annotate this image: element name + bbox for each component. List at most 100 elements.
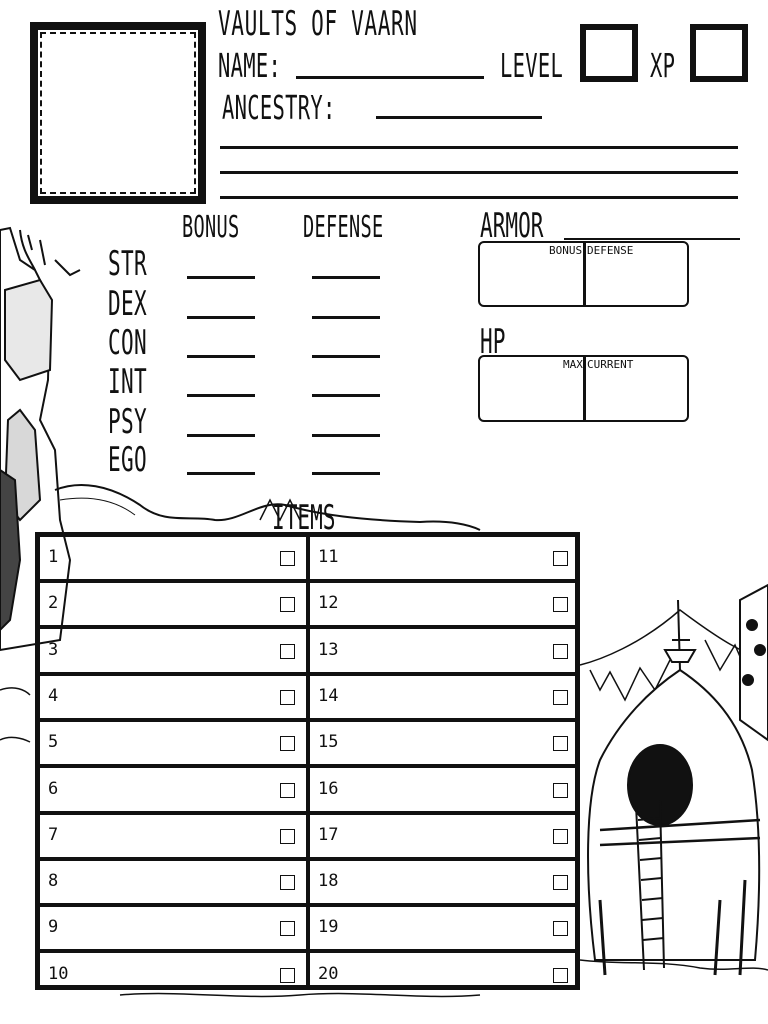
level-label: LEVEL (500, 46, 564, 85)
armor-panel[interactable]: BONUS DEFENSE (478, 241, 689, 307)
item-checkbox-2[interactable] (280, 597, 295, 613)
item-row-7[interactable]: 7 (40, 815, 306, 861)
item-number: 20 (318, 963, 339, 984)
bonus-header: BONUS (182, 210, 240, 245)
hp-max-label: MAX (563, 358, 583, 371)
item-checkbox-7[interactable] (280, 828, 295, 844)
ancestry-field-line[interactable] (376, 116, 542, 119)
xp-label: XP (650, 46, 676, 85)
armor-defense-label: DEFENSE (587, 244, 634, 257)
item-checkbox-14[interactable] (553, 689, 568, 705)
stat-label-dex: DEX (108, 284, 148, 324)
item-row-19[interactable]: 19 (310, 907, 575, 954)
item-checkbox-10[interactable] (280, 967, 295, 983)
item-checkbox-9[interactable] (280, 921, 295, 937)
item-number: 14 (318, 685, 339, 706)
item-number: 19 (318, 917, 339, 938)
item-row-5[interactable]: 5 (40, 722, 306, 769)
stat-bonus-field-str[interactable] (187, 276, 255, 279)
notes-line-2[interactable] (220, 171, 738, 174)
armor-label: ARMOR (480, 206, 544, 246)
item-number: 4 (48, 685, 59, 706)
item-checkbox-11[interactable] (553, 551, 568, 566)
item-row-10[interactable]: 10 (40, 954, 306, 1000)
stat-defense-field-str[interactable] (312, 276, 380, 279)
stat-defense-field-dex[interactable] (312, 316, 380, 319)
stat-defense-field-psy[interactable] (312, 434, 380, 437)
item-checkbox-15[interactable] (553, 736, 568, 752)
item-number: 1 (48, 547, 59, 567)
item-number: 3 (48, 639, 59, 660)
item-row-18[interactable]: 18 (310, 861, 575, 908)
defense-header: DEFENSE (303, 210, 384, 245)
portrait-box[interactable] (30, 22, 206, 204)
item-row-15[interactable]: 15 (310, 722, 575, 769)
item-row-6[interactable]: 6 (40, 769, 306, 815)
item-number: 5 (48, 732, 59, 753)
item-number: 6 (48, 778, 59, 799)
item-checkbox-5[interactable] (280, 736, 295, 752)
item-row-14[interactable]: 14 (310, 676, 575, 722)
armor-bonus-label: BONUS (549, 244, 583, 257)
item-row-9[interactable]: 9 (40, 907, 306, 954)
stat-label-int: INT (108, 362, 148, 402)
level-box[interactable] (580, 24, 638, 82)
item-checkbox-1[interactable] (280, 551, 295, 566)
item-row-3[interactable]: 3 (40, 630, 306, 676)
item-checkbox-6[interactable] (280, 782, 295, 798)
ancestry-label: ANCESTRY: (222, 88, 336, 127)
hp-current-label: CURRENT (587, 358, 634, 371)
armor-name-line[interactable] (564, 238, 740, 240)
item-number: 7 (48, 824, 59, 845)
item-checkbox-3[interactable] (280, 643, 295, 659)
item-number: 16 (318, 778, 339, 799)
stat-label-con: CON (108, 323, 148, 363)
stat-label-str: STR (108, 244, 148, 284)
name-field-line[interactable] (296, 76, 484, 79)
item-checkbox-19[interactable] (553, 921, 568, 937)
item-checkbox-17[interactable] (553, 828, 568, 844)
items-column-divider (306, 532, 310, 990)
items-title: ITEMS (272, 498, 336, 538)
item-number: 17 (318, 824, 339, 845)
item-row-11[interactable]: 11 (310, 537, 575, 583)
stat-defense-field-con[interactable] (312, 355, 380, 358)
stat-label-psy: PSY (108, 402, 148, 442)
stat-bonus-field-con[interactable] (187, 355, 255, 358)
xp-box[interactable] (690, 24, 748, 82)
item-number: 13 (318, 639, 339, 660)
item-row-4[interactable]: 4 (40, 676, 306, 722)
item-checkbox-12[interactable] (553, 597, 568, 613)
item-checkbox-20[interactable] (553, 967, 568, 983)
item-row-2[interactable]: 2 (40, 583, 306, 630)
item-row-13[interactable]: 13 (310, 630, 575, 676)
item-row-17[interactable]: 17 (310, 815, 575, 861)
item-checkbox-13[interactable] (553, 643, 568, 659)
item-number: 12 (318, 593, 339, 614)
item-checkbox-8[interactable] (280, 875, 295, 891)
stat-bonus-field-ego[interactable] (187, 472, 255, 475)
notes-line-3[interactable] (220, 196, 738, 199)
item-row-1[interactable]: 1 (40, 537, 306, 583)
item-row-16[interactable]: 16 (310, 769, 575, 815)
notes-line-1[interactable] (220, 146, 738, 149)
item-checkbox-16[interactable] (553, 782, 568, 798)
item-row-12[interactable]: 12 (310, 583, 575, 630)
hp-panel[interactable]: MAX CURRENT (478, 355, 689, 422)
stat-label-ego: EGO (108, 440, 148, 480)
item-number: 8 (48, 871, 59, 892)
item-number: 10 (48, 963, 69, 984)
stat-bonus-field-psy[interactable] (187, 434, 255, 437)
item-number: 9 (48, 917, 59, 938)
item-checkbox-4[interactable] (280, 689, 295, 705)
item-row-8[interactable]: 8 (40, 861, 306, 908)
stat-defense-field-ego[interactable] (312, 472, 380, 475)
item-checkbox-18[interactable] (553, 875, 568, 891)
stat-bonus-field-dex[interactable] (187, 316, 255, 319)
stat-bonus-field-int[interactable] (187, 394, 255, 397)
item-number: 15 (318, 732, 339, 753)
sheet-title: VAULTS OF VAARN (218, 4, 418, 44)
item-row-20[interactable]: 20 (310, 954, 575, 1000)
stat-defense-field-int[interactable] (312, 394, 380, 397)
item-number: 11 (318, 547, 339, 567)
